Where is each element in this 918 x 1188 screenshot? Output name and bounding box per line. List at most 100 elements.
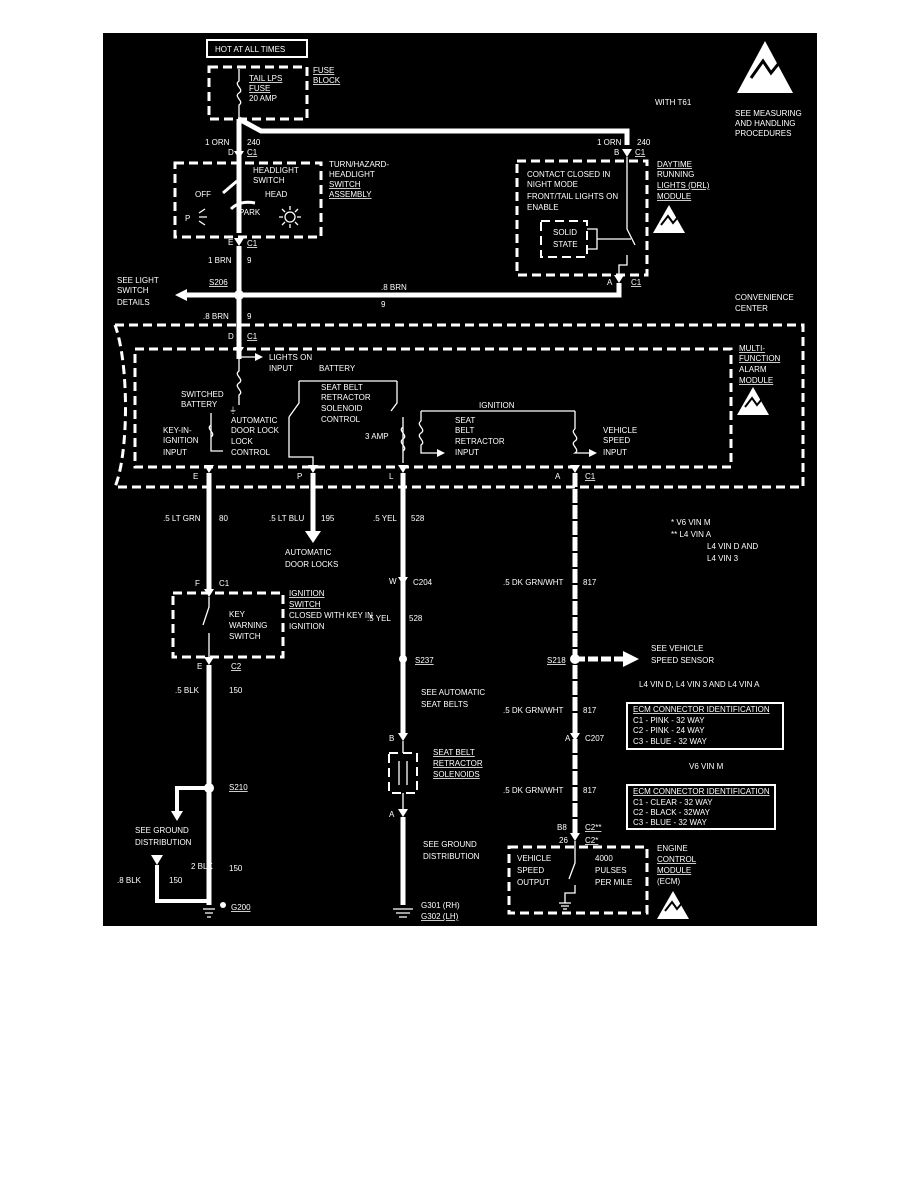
wire-5blk: .5 BLK — [175, 686, 200, 695]
battery-bus — [288, 380, 398, 418]
assembly-label-2: HEADLIGHT — [329, 170, 375, 179]
pulses-2: PULSES — [595, 866, 627, 875]
headlight-label-2: SWITCH — [253, 176, 285, 185]
ign-label-2: SWITCH — [289, 600, 321, 609]
connector-icon — [234, 238, 244, 246]
see-ground-yel-1: SEE GROUND — [423, 840, 477, 849]
ign-conn-c1: C1 — [219, 579, 230, 588]
key-in-2: IGNITION — [163, 436, 199, 445]
drl-text-3: FRONT/TAIL LIGHTS ON — [527, 192, 618, 201]
drl-text-4: ENABLE — [527, 203, 559, 212]
key-warning-1: KEY — [229, 610, 246, 619]
circuit-528: 528 — [411, 514, 425, 523]
three-amp-fuse — [400, 417, 406, 463]
conn-c1-bottom: C1 — [247, 239, 258, 248]
s206-label: S206 — [209, 278, 228, 287]
circuit-9-down: 9 — [247, 312, 252, 321]
solid-state-box — [540, 220, 588, 258]
drl-module-4: MODULE — [657, 192, 691, 201]
fuse-rating: 20 AMP — [249, 94, 277, 103]
pin-p-cc: P — [297, 472, 302, 481]
see-auto-1: SEE AUTOMATIC — [421, 688, 485, 697]
hot-at-all-times-label: HOT AT ALL TIMES — [215, 45, 285, 54]
fuse-block-label-2: BLOCK — [313, 76, 341, 85]
with-t61-label: WITH T61 — [655, 98, 692, 107]
lights-on-resistor — [236, 355, 242, 405]
connector-icon — [570, 833, 580, 841]
connector-icon — [204, 465, 214, 473]
pulses-1: 4000 — [595, 854, 613, 863]
headlight-label-1: HEADLIGHT — [253, 166, 299, 175]
switch-arm-2 — [229, 200, 256, 211]
door-locks-1: AUTOMATIC — [285, 548, 332, 557]
drl-contact — [597, 157, 636, 281]
g302-label: G302 (LH) — [421, 912, 459, 921]
auto-lock-2: DOOR LOCK — [231, 426, 280, 435]
sb-in-1: SEAT — [455, 416, 475, 425]
ignition-label: IGNITION — [479, 401, 515, 410]
pin-e-cc: E — [193, 472, 198, 481]
wire-2blk: 2 BLK — [191, 862, 213, 871]
assembly-label-3: SWITCH — [329, 180, 361, 189]
legend-1: * V6 VIN M — [671, 518, 711, 527]
convenience-center-2: CENTER — [735, 304, 768, 313]
conn-c1-a: C1 — [585, 472, 596, 481]
ground-icon — [559, 902, 571, 910]
esd-warning-icon-drl — [653, 205, 685, 233]
ign-label-1: IGNITION — [289, 589, 325, 598]
drl-circuit: 240 — [637, 138, 651, 147]
wire-dkgrn-1: .5 DK GRN/WHT — [503, 578, 564, 587]
esd-note-1: SEE MEASURING — [735, 109, 802, 118]
sb-ctl-3: SOLENOID — [321, 404, 363, 413]
connector-icon — [622, 149, 632, 157]
see-ground-yel-2: DISTRIBUTION — [423, 852, 480, 861]
door-locks-2: DOOR LOCKS — [285, 560, 338, 569]
ecm-module-3: MODULE — [657, 866, 691, 875]
drl-conn-c1-bottom: C1 — [631, 278, 642, 287]
ecm2-c1: C1 - CLEAR - 32 WAY — [633, 798, 713, 807]
conn-c2a: C2** — [585, 823, 601, 832]
circuit-240: 240 — [247, 138, 261, 147]
conn-c1-cc: C1 — [247, 332, 258, 341]
g200-label: G200 — [231, 903, 251, 912]
ign-label-4: IGNITION — [289, 622, 325, 631]
ign-pin-e: E — [197, 662, 202, 671]
ecm-box — [507, 845, 649, 915]
fuse-name: TAIL LPS — [249, 74, 282, 83]
pin-a-c207: A — [565, 734, 571, 743]
pin-b: B — [389, 734, 394, 743]
wire-dkgrn-3: .5 DK GRN/WHT — [503, 786, 564, 795]
splice-s206 — [234, 290, 244, 300]
wire-s210-ground — [175, 786, 209, 811]
solenoid-icon — [398, 741, 408, 809]
ground-arrow-icon — [171, 811, 183, 821]
drl-module-2: RUNNING — [657, 170, 694, 179]
drl-wire-label: 1 ORN — [597, 138, 622, 147]
see-light-2: SWITCH — [117, 286, 149, 295]
legend-4: L4 VIN 3 — [707, 554, 739, 563]
conn-c207: C207 — [585, 734, 605, 743]
drl-text-1: CONTACT CLOSED IN — [527, 170, 610, 179]
solid-state-1: SOLID — [553, 228, 577, 237]
legend-2: ** L4 VIN A — [671, 530, 712, 539]
wire-1brn: 1 BRN — [208, 256, 232, 265]
ign-pin-f: F — [195, 579, 200, 588]
ign-label-3: CLOSED WITH KEY IN — [289, 611, 373, 620]
esd-note-3: PROCEDURES — [735, 129, 791, 138]
mfam-2: FUNCTION — [739, 354, 781, 363]
mfam-1: MULTI- — [739, 344, 765, 353]
key-warning-contact — [202, 597, 210, 659]
ecm-module-2: CONTROL — [657, 855, 697, 864]
pin-a-cc: A — [555, 472, 561, 481]
ground-icon — [203, 902, 226, 918]
circuit-195: 195 — [321, 514, 335, 523]
circuit-150-2: 150 — [229, 864, 243, 873]
off-label: OFF — [195, 190, 211, 199]
drl-relay-coil — [587, 228, 598, 250]
convenience-center-1: CONVENIENCE — [735, 293, 794, 302]
ecm-text-3: OUTPUT — [517, 878, 550, 887]
battery-label: BATTERY — [319, 364, 356, 373]
arrow-down-icon — [305, 531, 321, 543]
wire-yel-2: .5 YEL — [367, 614, 391, 623]
three-amp: 3 AMP — [365, 432, 389, 441]
